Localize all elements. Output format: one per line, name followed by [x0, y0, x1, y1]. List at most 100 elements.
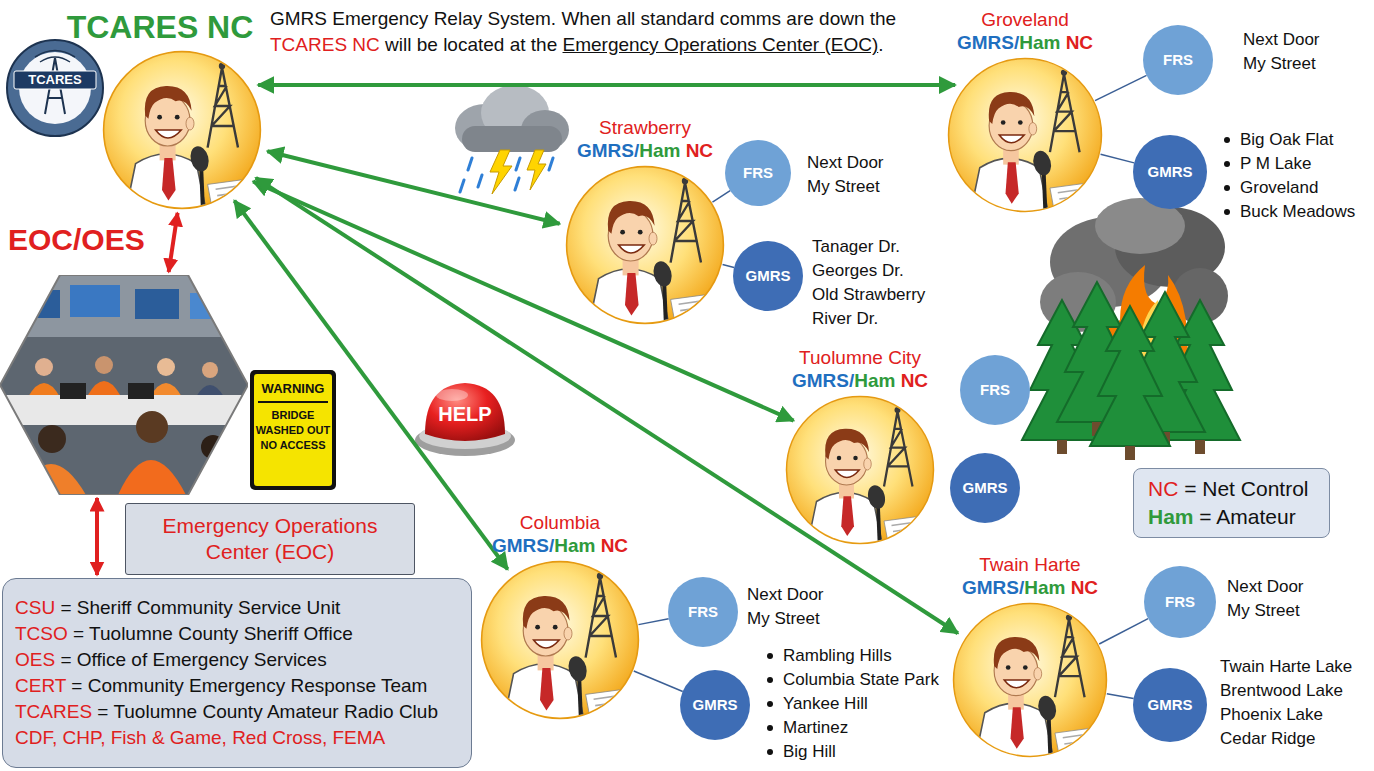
operator-illustration-part: [619, 245, 645, 253]
operator-illustration-part: [865, 483, 887, 510]
storm-cloud: [455, 85, 569, 194]
club-logo-part: [14, 71, 96, 89]
text-run: GMRS Emergency Relay System. When all st…: [270, 8, 896, 29]
operator-illustration-part: [651, 259, 675, 288]
operator-illustration-part: [1055, 619, 1085, 697]
text-run: [1065, 577, 1070, 598]
operator-illustration-part: [1036, 694, 1059, 723]
operator-illustration-part: [884, 515, 934, 545]
hexagon-photo: [0, 275, 248, 495]
radio-link-line: [1101, 154, 1135, 163]
node-heading: TCARES NC: [67, 8, 254, 46]
text-run: CSU: [15, 597, 55, 618]
operator-illustration-part: [808, 407, 934, 545]
radio-service-label: GMRS: [1148, 696, 1193, 714]
area-name: Next Door: [747, 585, 824, 605]
area-name: Martinez: [783, 718, 848, 738]
operator-illustration: [102, 50, 262, 210]
site-net-control: ColumbiaGMRS/Ham NC: [480, 512, 640, 720]
operator-illustration-part: [597, 573, 603, 579]
node-heading-group: TCARES NC: [67, 8, 254, 46]
text-run: GMRS: [792, 370, 849, 391]
storm-cloud-part: [527, 150, 546, 190]
operator-illustration-part: [219, 63, 225, 69]
radio-link-line: [639, 619, 669, 625]
area-name: Columbia State Park: [783, 670, 939, 690]
radio-link-line: [723, 265, 734, 268]
operator-illustration-part: [835, 470, 859, 478]
operator-illustration-part: [579, 678, 581, 716]
club-logo: [7, 40, 103, 136]
node-heading-group: GrovelandGMRS/Ham NC: [957, 9, 1093, 55]
list-bullet: [1224, 137, 1230, 143]
area-name: My Street: [807, 177, 880, 197]
radio-link-line: [1099, 619, 1148, 644]
site-net-control: GrovelandGMRS/Ham NC: [947, 9, 1103, 213]
operator-illustration-part: [157, 115, 162, 120]
frs-circle: FRS: [725, 140, 791, 206]
radio-service-label: GMRS: [693, 696, 738, 714]
operations-room-picture: [0, 275, 248, 495]
warning-sign: [250, 370, 336, 490]
club-logo-part: [35, 51, 75, 63]
node-heading: GMRS/Ham NC: [492, 535, 628, 558]
operations-room-picture-part: [0, 395, 248, 425]
key-box: NC = Net ControlHam = Amateur: [1133, 468, 1330, 538]
operator-illustration-part: [594, 694, 629, 705]
operator-illustration-part: [1006, 665, 1011, 670]
operator-illustration: [947, 57, 1103, 213]
operations-room-picture-part: [128, 383, 154, 399]
operator-illustration-part: [175, 115, 180, 120]
text-run: = Sheriff Community Service Unit: [55, 597, 340, 618]
operations-room-picture-part: [88, 381, 120, 395]
operator-illustration-part: [216, 184, 251, 195]
node-heading: GMRS/Ham NC: [577, 140, 713, 163]
operator-illustration: [785, 395, 935, 545]
operator-illustration-part: [1018, 120, 1023, 125]
operator-illustration-part: [841, 496, 854, 536]
text-run: GMRS: [577, 140, 634, 161]
operator-illustration-part: [523, 596, 570, 629]
box-text: TCSO = Tuolumne County Sheriff Office: [15, 621, 353, 647]
operator-illustration-part: [679, 299, 714, 310]
operator-illustration-part: [534, 640, 560, 648]
operator-illustration-part: [878, 506, 880, 542]
box-text: NC = Net Control: [1148, 475, 1309, 503]
operator-illustration-part: [1031, 149, 1054, 178]
area-name: Georges Dr.: [812, 261, 904, 281]
node-heading: Tuolumne City: [792, 347, 928, 370]
operations-room-picture-part: [0, 275, 248, 495]
operator-illustration-part: [1004, 680, 1029, 688]
text-run: = Community Emergency Response Team: [66, 675, 427, 696]
frs-circle: FRS: [668, 577, 738, 647]
operations-room-picture-part: [135, 289, 179, 319]
operator-illustration-part: [589, 178, 723, 325]
list-bullet: [767, 749, 773, 755]
operator-illustration-part: [535, 625, 540, 630]
site-net-control: Tuolumne CityGMRS/Ham NC: [785, 347, 935, 545]
operations-room-picture-part: [201, 435, 225, 459]
button-label: HELP: [438, 402, 491, 426]
text-run: = Net Control: [1178, 477, 1308, 500]
help-button: [415, 383, 515, 456]
radio-link-line: [634, 671, 683, 692]
operator-illustration: [565, 165, 725, 325]
operations-room-picture-part: [136, 411, 168, 443]
list-bullet: [767, 677, 773, 683]
node-heading: GMRS/Ham NC: [792, 370, 928, 393]
operator-illustration-part: [504, 573, 638, 720]
text-run: GMRS: [492, 535, 549, 556]
area-name: Next Door: [1243, 30, 1320, 50]
frs-circle: FRS: [960, 355, 1030, 425]
radio-link-line: [1095, 75, 1147, 100]
site-net-control: Twain HarteGMRS/Ham NC: [952, 554, 1108, 758]
operator-illustration-part: [625, 273, 639, 315]
area-name: Big Oak Flat: [1240, 130, 1334, 150]
header-note: GMRS Emergency Relay System. When all st…: [270, 6, 945, 58]
text-run: [1060, 32, 1065, 53]
operator-illustration-part: [553, 625, 558, 630]
area-name: Brentwood Lake: [1220, 681, 1343, 701]
operator-illustration-part: [825, 429, 869, 460]
warning-sign-part: [250, 370, 336, 490]
forest-fire-part: [1090, 306, 1170, 460]
